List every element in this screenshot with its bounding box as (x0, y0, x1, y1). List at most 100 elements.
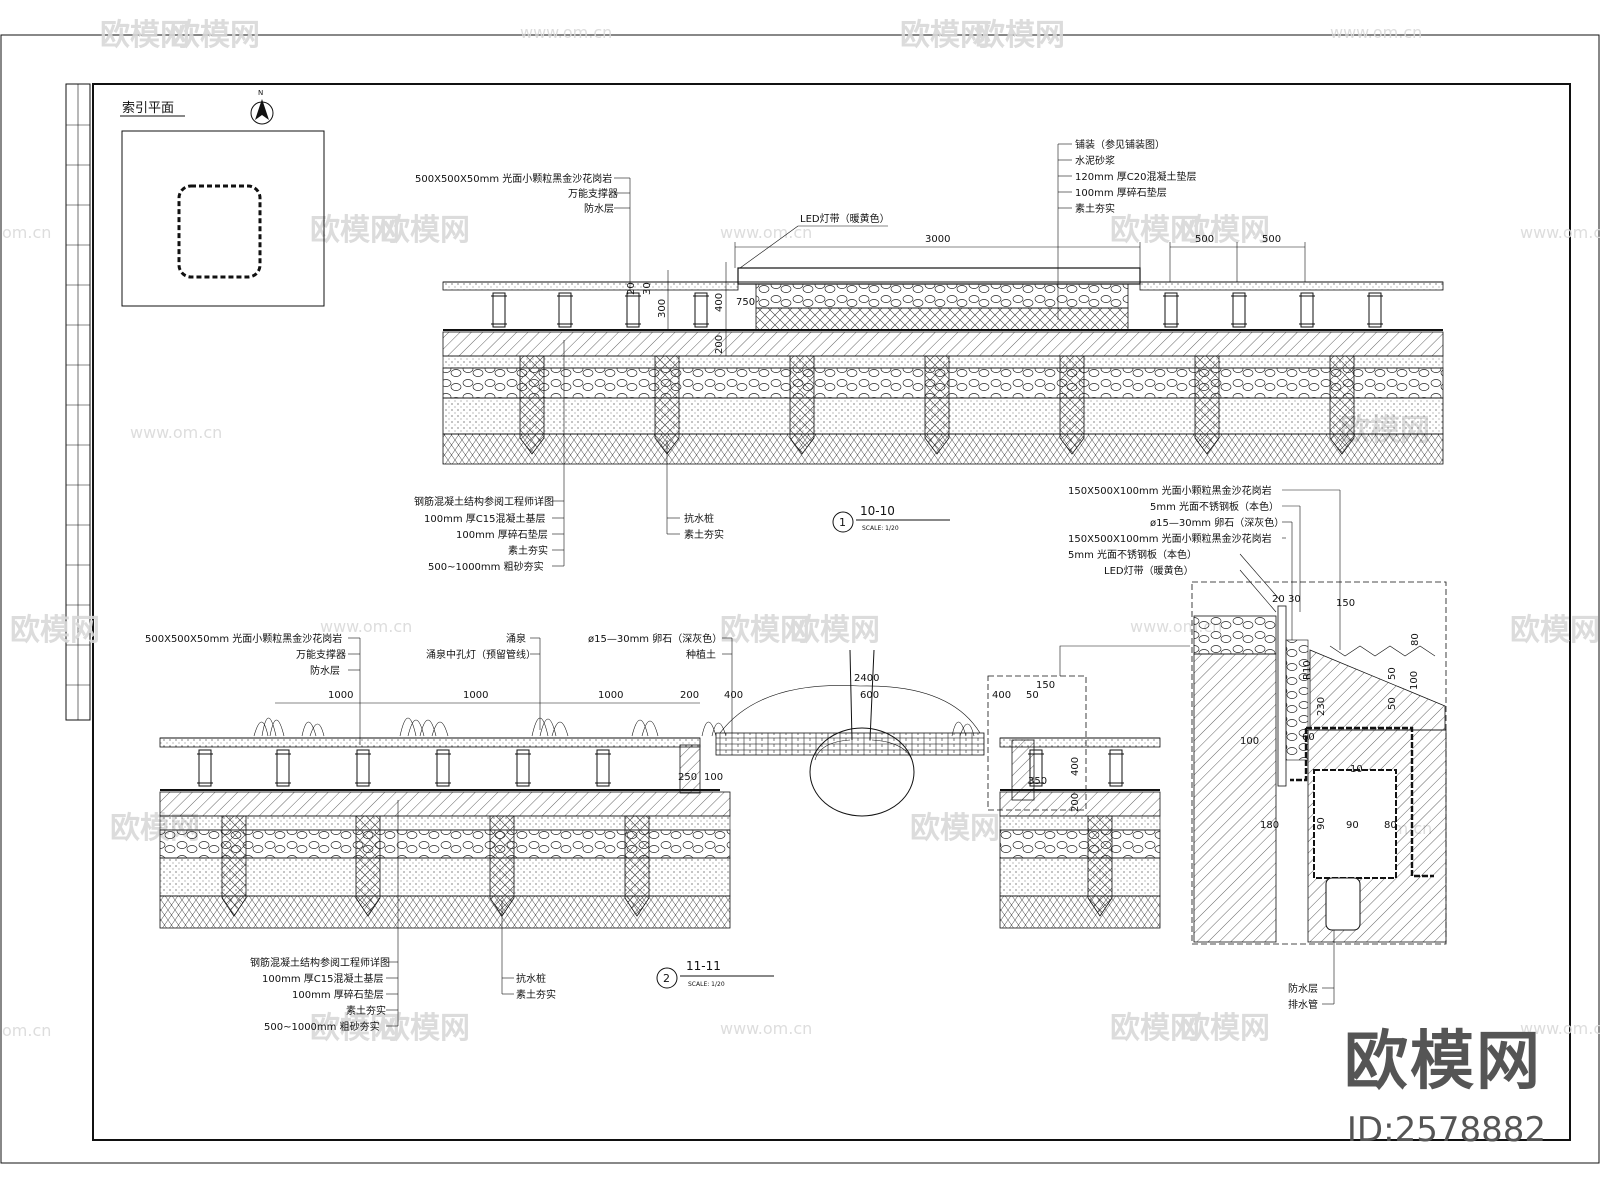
watermark-url: www.om.cn (1520, 223, 1600, 242)
svg-text:LED灯带（暖黄色）: LED灯带（暖黄色） (1104, 564, 1194, 577)
watermark-url: www.om.cn (1330, 23, 1422, 42)
svg-text:90: 90 (1316, 817, 1327, 830)
svg-text:涌泉中孔灯（预留管线）: 涌泉中孔灯（预留管线） (426, 648, 536, 661)
svg-text:2: 2 (663, 972, 670, 985)
svg-text:230: 230 (1316, 697, 1327, 716)
svg-text:SCALE: 1/20: SCALE: 1/20 (688, 981, 725, 988)
dim-30: 30 (642, 282, 653, 295)
watermark-text: 欧模网 (100, 18, 190, 53)
dim-200: 200 (1070, 793, 1081, 812)
dim-750: 750 (736, 297, 755, 308)
section-11-11: 1000 1000 1000 200 400 2400 600 400 50 1… (145, 632, 1190, 1033)
watermark-text: 欧模网 (910, 811, 1000, 846)
svg-text:铺装（参见铺装图）: 铺装（参见铺装图） (1075, 138, 1165, 151)
svg-text:500~1000mm 粗砂夯实: 500~1000mm 粗砂夯实 (264, 1020, 380, 1033)
watermark-text: 欧模网 (380, 213, 470, 248)
watermark-url: www.om.cn (720, 223, 812, 242)
dim-400: 400 (714, 293, 725, 312)
svg-text:150X500X100mm 光面小颗粒黑金沙花岗岩: 150X500X100mm 光面小颗粒黑金沙花岗岩 (1068, 484, 1272, 497)
index-plan: 索引平面 N (120, 89, 325, 307)
svg-text:素土夯实: 素土夯实 (346, 1004, 386, 1017)
dim-200: 200 (714, 335, 725, 354)
callouts-bottom-mid: 抗水桩 素土夯实 (666, 440, 724, 541)
svg-text:100mm 厚C15混凝土基层: 100mm 厚C15混凝土基层 (424, 512, 545, 525)
dim-200: 200 (680, 690, 699, 701)
svg-text:水泥砂浆: 水泥砂浆 (1075, 154, 1115, 167)
svg-text:排水管: 排水管 (1288, 998, 1318, 1011)
svg-text:30: 30 (1288, 594, 1301, 605)
callouts-top-left: 500X500X50mm 光面小颗粒黑金沙花岗岩 万能支撑器 防水层 (415, 172, 631, 290)
dim-150: 150 (1036, 680, 1055, 691)
dim-250: 250 (678, 772, 697, 783)
svg-text:80: 80 (1410, 633, 1421, 646)
svg-text:11-11: 11-11 (686, 959, 721, 973)
dim-400: 400 (724, 690, 743, 701)
svg-text:50: 50 (1387, 667, 1398, 680)
svg-text:100mm 厚C15混凝土基层: 100mm 厚C15混凝土基层 (262, 972, 383, 985)
svg-text:抗水桩: 抗水桩 (516, 972, 546, 985)
dim-350: 350 (1028, 776, 1047, 787)
section-title-10-10: 1 10-10 SCALE: 1/20 (832, 504, 950, 533)
dim-100: 100 (704, 772, 723, 783)
svg-text:150X500X100mm 光面小颗粒黑金沙花岗岩: 150X500X100mm 光面小颗粒黑金沙花岗岩 (1068, 532, 1272, 545)
dim-600: 600 (860, 690, 879, 701)
svg-text:抗水桩: 抗水桩 (684, 512, 714, 525)
svg-text:90: 90 (1346, 820, 1359, 831)
brand-id: ID:2578882 (1346, 1110, 1546, 1150)
watermark-text: 欧模网 (380, 1011, 470, 1046)
watermark-url: www.om.cn (720, 1019, 812, 1038)
svg-text:素土夯实: 素土夯实 (516, 988, 556, 1001)
dim-1000: 1000 (463, 690, 488, 701)
watermark-text: 欧模网 (310, 213, 400, 248)
watermark-text: 欧模网 (1110, 1011, 1200, 1046)
dim-500: 500 (1195, 234, 1214, 245)
dim-20: 20 (626, 282, 637, 295)
callouts-11-mid: 涌泉 涌泉中孔灯（预留管线） (426, 632, 541, 730)
callouts-11-left: 500X500X50mm 光面小颗粒黑金沙花岗岩 万能支撑器 防水层 (145, 632, 361, 745)
dim-1000: 1000 (598, 690, 623, 701)
section-10-10: 3000 500 500 300 20 30 400 200 750 LED灯带… (414, 138, 1444, 573)
svg-text:R10: R10 (1302, 660, 1313, 680)
dim-1000: 1000 (328, 690, 353, 701)
watermark-text: 欧模网 (1180, 213, 1270, 248)
svg-text:素土夯实: 素土夯实 (684, 528, 724, 541)
watermark-url: www.om.cn (1520, 1019, 1600, 1038)
svg-text:10: 10 (1350, 764, 1363, 775)
svg-text:防水层: 防水层 (584, 202, 614, 215)
svg-text:500X500X50mm 光面小颗粒黑金沙花岗岩: 500X500X50mm 光面小颗粒黑金沙花岗岩 (145, 632, 342, 645)
svg-text:100mm 厚碎石垫层: 100mm 厚碎石垫层 (456, 528, 548, 541)
watermark-text: 欧模网 (10, 613, 100, 648)
svg-text:防水层: 防水层 (310, 664, 340, 677)
svg-text:100: 100 (1240, 736, 1259, 747)
svg-text:防水层: 防水层 (1288, 982, 1318, 995)
watermark-text: 欧模网 (790, 613, 880, 648)
index-plan-feature (177, 184, 262, 279)
svg-text:80: 80 (1384, 820, 1397, 831)
dim-300: 300 (657, 299, 668, 318)
svg-text:5mm 光面不锈钢板（本色）: 5mm 光面不锈钢板（本色） (1150, 500, 1279, 513)
watermark-text: 欧模网 (1180, 1011, 1270, 1046)
index-plan-frame (121, 130, 325, 307)
dim-500: 500 (1262, 234, 1281, 245)
title-strip (65, 83, 91, 721)
svg-text:万能支撑器: 万能支撑器 (568, 187, 618, 200)
led-label: LED灯带（暖黄色） (800, 212, 890, 225)
svg-text:N: N (258, 89, 263, 97)
north-arrow-icon: N (250, 89, 274, 125)
svg-text:100: 100 (1409, 671, 1420, 690)
svg-text:种植土: 种植土 (686, 648, 716, 661)
svg-text:钢筋混凝土结构参阅工程师详图: 钢筋混凝土结构参阅工程师详图 (250, 956, 390, 969)
watermark-url: om.cn (2, 223, 51, 242)
detail-bottom-callouts: 防水层 排水管 (1288, 930, 1335, 1011)
svg-text:60: 60 (1302, 732, 1315, 743)
svg-text:素土夯实: 素土夯实 (1075, 202, 1115, 215)
svg-text:500~1000mm 粗砂夯实: 500~1000mm 粗砂夯实 (428, 560, 544, 573)
watermark-text: 欧模网 (170, 18, 260, 53)
svg-text:180: 180 (1260, 820, 1279, 831)
detail-enlarged: 20 30 150 R10 80 50 50 100 230 100 60 10… (1068, 484, 1447, 1011)
outer-border (0, 34, 1600, 1164)
callouts-11-right: ø15—30mm 卵石（深灰色） 种植土 (588, 632, 733, 733)
brand-logo-text: 欧模网 (1344, 1025, 1542, 1099)
svg-text:涌泉: 涌泉 (506, 632, 526, 645)
